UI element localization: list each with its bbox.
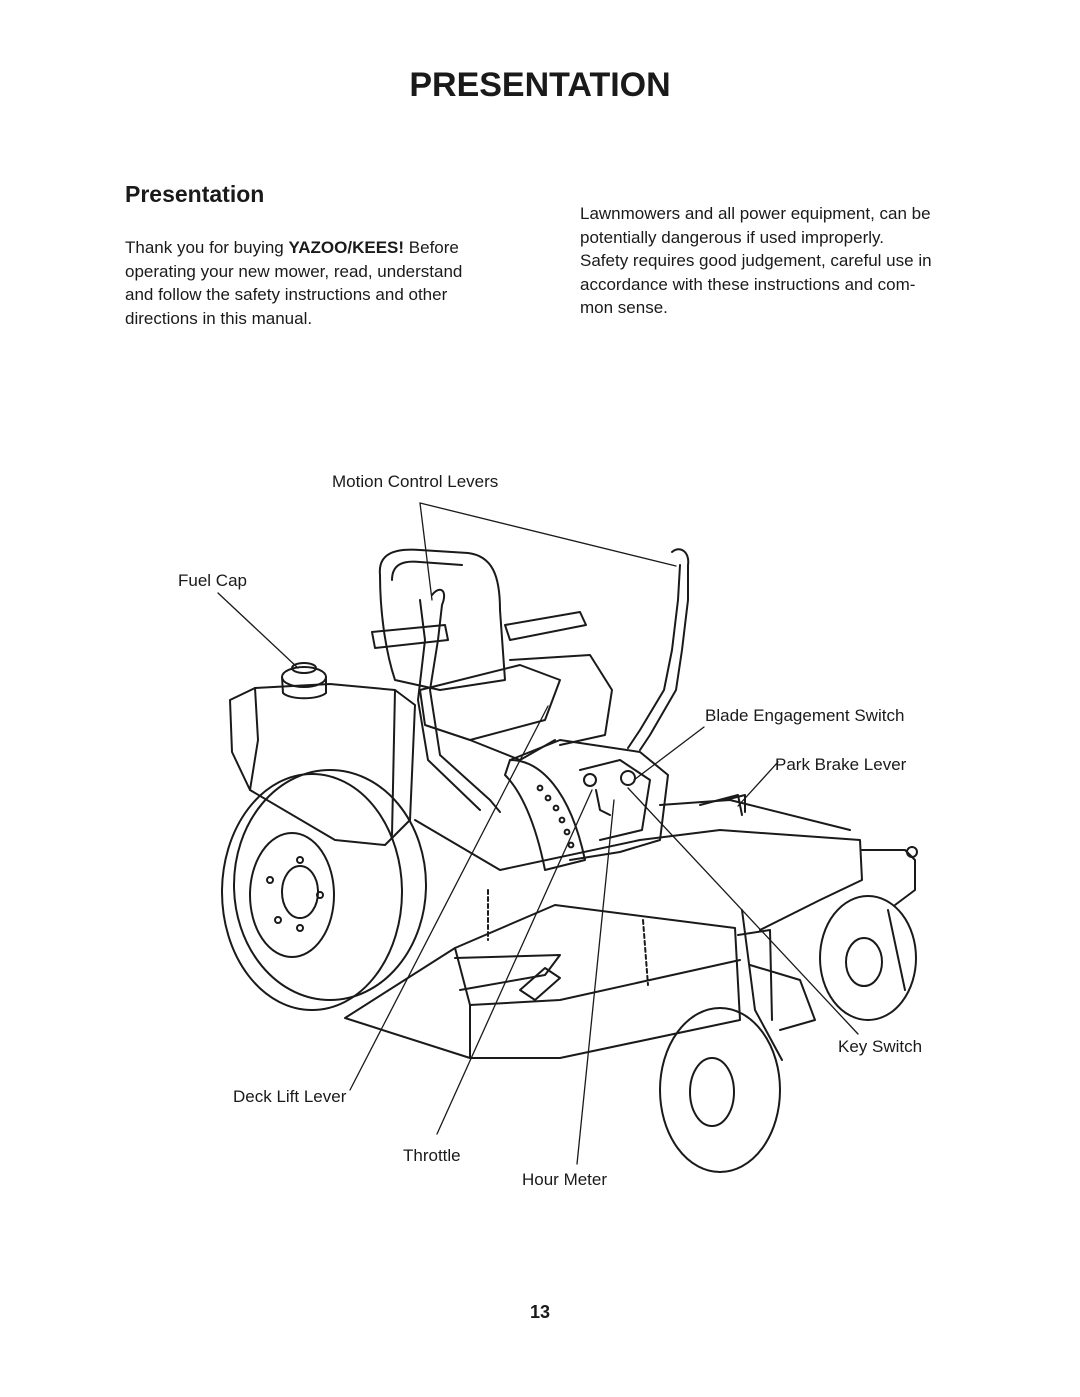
page-title: PRESENTATION — [409, 66, 671, 104]
intro-right-line-1: Lawnmowers and all power equipment, can … — [580, 204, 931, 223]
intro-right-line-2: potentially dangerous if used improperly… — [580, 227, 884, 247]
mower-illustration — [221, 548, 918, 1173]
label-deck-lift-lever: Deck Lift Lever — [233, 1087, 347, 1106]
intro-left-line-1: Thank you for buying YAZOO/KEES! Before — [125, 236, 525, 260]
leader-key-switch — [627, 787, 859, 1035]
section-title: Presentation — [125, 181, 265, 207]
leader-blade-engagement — [633, 726, 705, 781]
intro-left-text: Thank you for buying — [125, 238, 289, 257]
intro-right-line-4: accordance with these instructions and c… — [580, 274, 916, 294]
label-park-brake-lever: Park Brake Lever — [775, 755, 907, 774]
label-throttle: Throttle — [403, 1146, 461, 1165]
leader-hour-meter — [576, 799, 615, 1165]
intro-paragraph-right: Lawnmowers and all power equipment, can … — [580, 202, 1000, 320]
intro-left-line-3: and follow the safety instructions and o… — [125, 285, 448, 304]
leader-deck-lift — [349, 705, 549, 1091]
label-fuel-cap: Fuel Cap — [178, 571, 247, 590]
front-caster-right — [819, 895, 917, 1021]
intro-left-line-4: directions in this manual. — [125, 308, 313, 328]
leader-park-brake — [737, 761, 779, 807]
front-caster-left — [659, 909, 783, 1173]
leader-throttle — [436, 789, 593, 1135]
brand-name: YAZOO/KEES! — [288, 238, 405, 257]
leader-motion-control-left — [419, 502, 433, 601]
intro-right-line-3: Safety requires good judgement, careful … — [580, 251, 932, 270]
fender-holes — [536, 784, 575, 849]
label-blade-engagement-switch: Blade Engagement Switch — [705, 706, 905, 725]
callout-leaders — [217, 502, 859, 1165]
label-hour-meter: Hour Meter — [522, 1170, 608, 1189]
intro-left-text-end: Before — [404, 238, 459, 257]
leader-fuel-cap — [217, 592, 299, 669]
rear-wheel — [221, 769, 427, 1011]
intro-left-line-2: operating your new mower, read, understa… — [125, 261, 463, 281]
label-key-switch: Key Switch — [838, 1037, 923, 1056]
page-number: 13 — [529, 1302, 551, 1322]
label-motion-control-levers: Motion Control Levers — [332, 472, 499, 491]
intro-right-line-5: mon sense. — [580, 298, 668, 317]
intro-paragraph-left: Thank you for buying YAZOO/KEES! Before … — [125, 236, 525, 330]
leader-motion-control-right — [419, 502, 677, 567]
